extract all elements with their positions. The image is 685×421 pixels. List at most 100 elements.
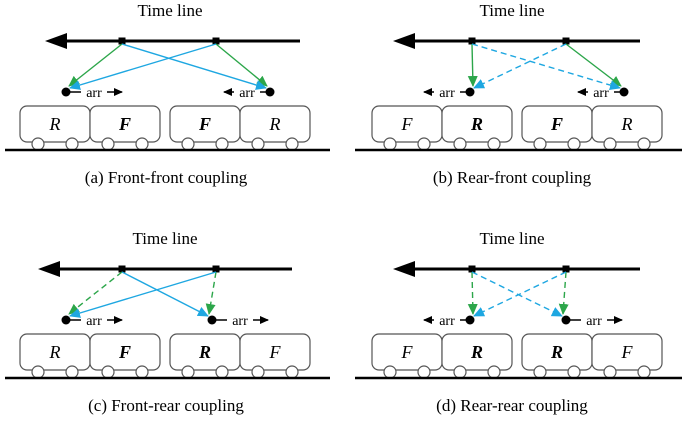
arr-label: arr <box>586 314 602 329</box>
car-label: R <box>621 114 633 134</box>
link-cross-1 <box>471 271 563 317</box>
arr-label: arr <box>86 314 102 329</box>
timeline-title: Time line <box>132 229 197 248</box>
arrival-dot-2 <box>265 87 275 97</box>
car-label: R <box>198 342 211 362</box>
wheel <box>135 137 149 151</box>
link-cross-2 <box>69 271 217 318</box>
link-own-1 <box>467 271 478 315</box>
wheel <box>215 137 229 151</box>
wheel <box>383 365 397 379</box>
wheel <box>533 365 547 379</box>
arrival-dot-1 <box>465 315 475 325</box>
time-point-2 <box>212 37 220 45</box>
train-car <box>239 105 311 143</box>
link-own-2 <box>565 43 622 87</box>
wheel <box>453 137 467 151</box>
car-label: F <box>401 342 414 362</box>
timeline-arrowhead <box>38 261 60 277</box>
wheel <box>417 365 431 379</box>
wheel <box>65 137 79 151</box>
car-label: F <box>401 114 414 134</box>
link-cross-1 <box>471 43 621 90</box>
arr-label: arr <box>239 86 255 101</box>
timeline-arrowhead <box>393 261 415 277</box>
car-label: R <box>470 342 483 362</box>
arrival-dot-1 <box>465 87 475 97</box>
panel-caption: (a) Front-front coupling <box>85 168 248 187</box>
link-cross-2 <box>473 43 567 89</box>
wheel <box>101 365 115 379</box>
time-point-2 <box>562 37 570 45</box>
wheel <box>251 137 265 151</box>
link-cross-2 <box>473 271 567 317</box>
wheel <box>637 365 651 379</box>
link-own-2 <box>558 271 569 315</box>
link-own-1 <box>68 43 123 87</box>
car-label: R <box>550 342 563 362</box>
train-car <box>89 333 161 371</box>
time-point-1 <box>468 265 476 273</box>
car-label: F <box>118 342 131 362</box>
wheel <box>603 365 617 379</box>
car-label: R <box>49 342 61 362</box>
link-own-2 <box>215 43 268 87</box>
train-car <box>441 333 513 371</box>
link-own-1 <box>68 271 123 315</box>
train-car <box>441 105 513 143</box>
car-label: F <box>118 114 131 134</box>
panel-caption: (b) Rear-front coupling <box>433 168 592 187</box>
wheel <box>251 365 265 379</box>
wheel <box>285 137 299 151</box>
car-label: F <box>621 342 634 362</box>
arrival-dot-1 <box>61 315 71 325</box>
train-car <box>89 105 161 143</box>
arrival-dot-2 <box>619 87 629 97</box>
wheel <box>101 137 115 151</box>
car-label: R <box>49 114 61 134</box>
panel-caption: (d) Rear-rear coupling <box>436 396 588 415</box>
panel-caption: (c) Front-rear coupling <box>88 396 244 415</box>
wheel <box>181 137 195 151</box>
timeline-title: Time line <box>137 1 202 20</box>
time-point-1 <box>118 265 126 273</box>
timeline-title: Time line <box>479 229 544 248</box>
timeline-arrowhead <box>45 33 67 49</box>
car-label: F <box>550 114 563 134</box>
wheel <box>65 365 79 379</box>
arrival-dot-2 <box>207 315 217 325</box>
car-label: R <box>470 114 483 134</box>
car-label: R <box>269 114 281 134</box>
arrival-dot-2 <box>561 315 571 325</box>
wheel <box>603 137 617 151</box>
time-point-1 <box>468 37 476 45</box>
time-point-2 <box>562 265 570 273</box>
wheel <box>31 137 45 151</box>
arr-label: arr <box>439 86 455 101</box>
time-point-1 <box>118 37 126 45</box>
arr-label: arr <box>232 314 248 329</box>
arr-label: arr <box>439 314 455 329</box>
wheel <box>453 365 467 379</box>
wheel <box>487 365 501 379</box>
wheel <box>567 137 581 151</box>
wheel <box>31 365 45 379</box>
wheel <box>567 365 581 379</box>
link-cross-1 <box>121 271 209 317</box>
wheel <box>135 365 149 379</box>
train-car <box>591 333 663 371</box>
wheel <box>417 137 431 151</box>
link-own-2 <box>205 271 217 315</box>
train-car <box>591 105 663 143</box>
wheel <box>637 137 651 151</box>
wheel <box>181 365 195 379</box>
arr-label: arr <box>86 86 102 101</box>
link-own-1 <box>467 43 478 87</box>
wheel <box>285 365 299 379</box>
